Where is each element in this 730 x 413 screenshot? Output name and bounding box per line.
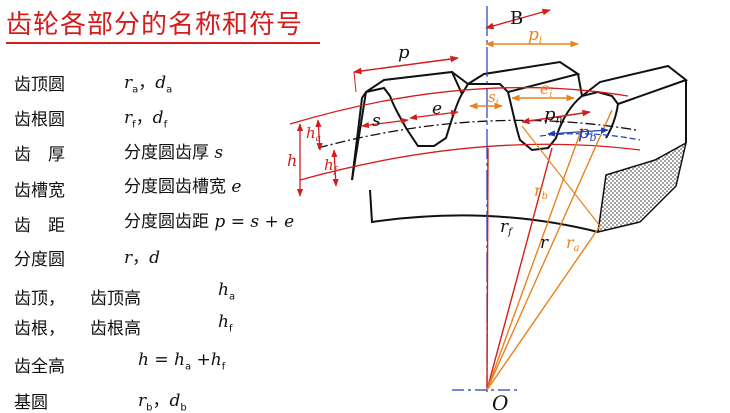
label-e: e — [432, 99, 442, 119]
page-title: 齿轮各部分的名称和符号 — [6, 10, 304, 40]
term-label-base-circle: 基圆 — [14, 393, 48, 413]
radius-base-line — [486, 225, 601, 391]
term-label-whole-depth: 齿全高 — [14, 357, 65, 377]
label-pn: pn — [544, 104, 563, 126]
label-O: O — [492, 391, 508, 413]
term-symbol-dedendum-circle: rf，df — [124, 108, 168, 131]
label-B: B — [510, 8, 523, 29]
label-ei: ei — [540, 79, 552, 100]
term-label-dedendum-circle: 齿根圆 — [14, 110, 65, 130]
dim-e-line — [409, 109, 459, 121]
title-underline — [6, 42, 320, 44]
term-label-reference-circle: 分度圆 — [14, 250, 65, 270]
term-label-pitch: 齿 距 — [14, 216, 65, 236]
term-label-dedendum: 齿根， — [14, 319, 65, 339]
label-rb: rb — [534, 181, 548, 202]
dim-p-line — [353, 55, 459, 75]
term-label-addendum: 齿顶， — [14, 289, 65, 309]
radius-r-line — [486, 147, 553, 391]
label-ha: ha — [306, 124, 321, 144]
term-label-addendum-circle: 齿顶圆 — [14, 75, 65, 95]
label-r: r — [540, 233, 549, 253]
dim-ha-line — [315, 119, 323, 151]
term-label-space-width: 齿槽宽 — [14, 181, 65, 201]
term-symbol-dedendum: hf — [218, 312, 233, 335]
term-symbol-pitch: 分度圆齿距 p = s + e — [124, 212, 295, 232]
radius-rf-line — [486, 147, 489, 391]
label-ra: ra — [566, 233, 580, 254]
tooth3-top — [581, 64, 689, 105]
label-rf: rf — [500, 217, 514, 238]
dedendum-circle-arc — [299, 143, 641, 181]
radius-ra-line — [486, 109, 613, 391]
term-symbol-tooth-thickness: 分度圆齿厚 s — [124, 143, 224, 163]
term-symbol-addendum: ha — [218, 280, 236, 303]
tooth-left-edge — [351, 91, 367, 181]
line-of-action — [521, 125, 601, 227]
term-symbol-space-width: 分度圆齿槽宽 e — [124, 177, 242, 197]
dim-B-line — [485, 8, 551, 30]
gear-body-bottom-arc — [369, 189, 599, 233]
label-si: si — [488, 88, 499, 108]
term-symbol-whole-depth: h = ha +hf — [138, 350, 226, 373]
term-label-dedendum-height: 齿根高 — [90, 319, 141, 339]
term-label-tooth-thickness: 齿 厚 — [14, 145, 65, 165]
term-label-addendum-height: 齿顶高 — [90, 289, 141, 309]
tooth1-top — [365, 70, 463, 95]
term-symbol-base-circle: rb，db — [138, 391, 187, 413]
dim-hf-line — [331, 149, 339, 187]
tooth2-side — [577, 73, 583, 97]
reference-circle-arc — [317, 119, 637, 149]
dim-pn-line — [521, 109, 591, 125]
label-s: s — [372, 111, 381, 131]
addendum-circle-arc — [289, 86, 629, 125]
radius-rb-line — [486, 127, 583, 391]
label-hf: hf — [324, 156, 339, 176]
term-symbol-reference-circle: r，d — [124, 248, 161, 268]
dim-s-line — [361, 117, 409, 129]
label-pi: pi — [528, 25, 542, 46]
label-h: h — [287, 151, 297, 170]
tooth2-top — [467, 60, 581, 93]
label-pb: pb — [578, 122, 597, 144]
label-p: p — [398, 42, 410, 63]
term-symbol-addendum-circle: ra，da — [124, 73, 173, 96]
dim-pb-line — [547, 127, 609, 137]
gear-hatched-section — [597, 141, 688, 233]
